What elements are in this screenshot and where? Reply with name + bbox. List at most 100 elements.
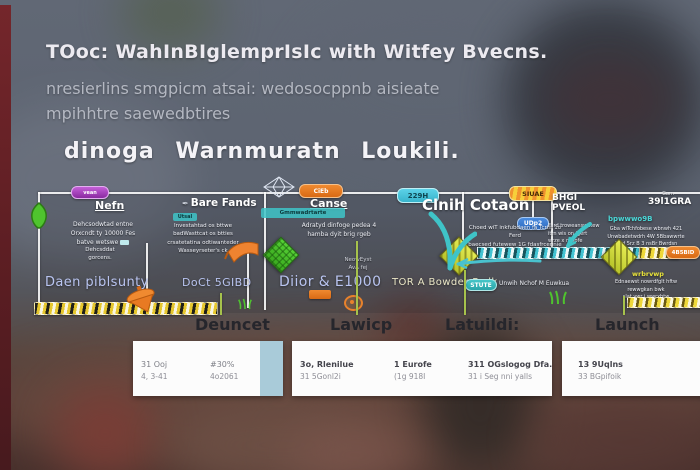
- column-subnote: Dehcsddat gorcens.: [62, 246, 138, 263]
- sprout-icon: [238, 298, 252, 310]
- column-header-right: 39l1GRA: [648, 197, 692, 207]
- note-line: 3wd 5rz B 3 nsBr Bwrdsn: [614, 241, 678, 247]
- stage-connector-line: [356, 241, 358, 315]
- card-value: 13 9Uqlns: [578, 360, 623, 369]
- column-header-label: Bare Fands: [190, 197, 257, 209]
- stage-label-deunct: Deuncet: [195, 315, 270, 334]
- background-blob: [55, 385, 155, 470]
- note-line: Choed wiT inkfubdaen fa Tcrifr 1o Ferd: [468, 225, 562, 240]
- slide-title: TOoc: WahInBIglemprIsIc with Witfey Bvec…: [46, 41, 548, 63]
- stage-label-lawicp: Lawicp: [330, 315, 393, 334]
- card-column: #30% 4o2061: [210, 360, 238, 381]
- swoosh-arrow-small-icon: [564, 222, 594, 248]
- note-line: itrn wis on igert: [548, 230, 588, 237]
- slide-subtitle-line1: nresierlins smgpicm atsai: wedosocppnb a…: [46, 79, 440, 98]
- column-header-nefn: Nefn: [95, 199, 125, 212]
- header-right-small: Gam: [662, 191, 674, 197]
- note-line: Wasseyrseter's ck: [178, 247, 228, 254]
- note-line: Unwbadetwdrh 4W 5Bbawwrte: [607, 233, 685, 240]
- teal-badge-stute: STUTE: [465, 279, 497, 291]
- flag-horn-icon: [224, 238, 262, 272]
- orange-marker: [309, 290, 331, 299]
- card-value: 31 5Gonl2i: [300, 372, 341, 381]
- background-blob: [0, 100, 190, 260]
- note-line: Gba wlTchfobese wbnwh 421: [609, 226, 683, 232]
- note-line: NeowEyst: [344, 257, 372, 263]
- orange-badge-canse: CiEb: [299, 184, 343, 198]
- pen-nib-icon: ✒: [182, 199, 189, 208]
- blue-badge: UDp2: [517, 217, 549, 230]
- stage-connector-line: [623, 296, 625, 315]
- note-line: Orxcndt ty 10000 Fes: [70, 230, 136, 237]
- note-line: badWasttcat os btties: [173, 231, 233, 238]
- blue-badge-label: UDp2: [523, 220, 543, 227]
- note-line: batve wetswe: [76, 239, 119, 246]
- column-value: Daen piblsunty: [45, 275, 149, 290]
- background-blob: [285, 425, 425, 470]
- mini-chip-icon: [120, 240, 130, 245]
- stage-label-launch: Launch: [595, 315, 660, 334]
- orange-badge-label: CiEb: [313, 187, 329, 195]
- teal-tag: Utsal: [173, 213, 197, 221]
- column-notes: Adratyd dinfoge pedea 4 hamba dyit brig …: [260, 221, 418, 239]
- yellow-text-tag: wrbrvwp: [632, 270, 664, 278]
- column-value: DoCt 5GIBD: [182, 276, 252, 289]
- card-column: 13 9Uqlns 33 BGpifoik: [578, 360, 623, 381]
- note-line: Dehcsddat: [85, 247, 115, 253]
- column-notes-right: Gba wlTchfobese wbnwh 421 Unwbadetwdrh 4…: [595, 226, 697, 249]
- slide-subtitle-line2: mpihhtre saewedbtires: [46, 104, 231, 123]
- horizontal-arrow-icon: [450, 257, 542, 269]
- panel-border-top: [38, 192, 700, 194]
- column-header-canse: Canse: [310, 197, 348, 210]
- card-column: 3o, Rlenilue 31 5Gonl2i: [300, 360, 354, 381]
- badge-drop-line: [532, 200, 534, 218]
- card-column: 31 Ooj 4, 3-41: [141, 360, 168, 381]
- connector-line: [146, 243, 148, 291]
- card-accent-strip: [260, 341, 283, 396]
- stat-card: 13 9Uqlns 33 BGpifoik: [562, 341, 700, 396]
- note-line: AvA fej: [348, 265, 368, 272]
- card-value: #30%: [210, 360, 235, 369]
- orange-badge-bar: 4B5BID: [666, 246, 700, 259]
- stage-connector-line: [464, 270, 466, 315]
- column-header-barefands: ✒Bare Fands: [182, 197, 257, 209]
- spinning-top-icon: [124, 285, 166, 315]
- purple-badge: vean: [71, 186, 109, 199]
- card-value: 33 BGpifoik: [578, 372, 622, 381]
- card-value: 4o2061: [210, 372, 239, 381]
- progress-hatch-bar: [627, 297, 700, 308]
- note-line: gorcens.: [88, 255, 112, 262]
- background-blob: [545, 55, 675, 145]
- teal-strip-label: Gmmwadrtarte: [279, 210, 327, 216]
- left-accent-bar: [0, 5, 11, 470]
- column-notes: Investahtad os bttwe badWasttcat os btti…: [143, 222, 263, 255]
- value-note: Unwih Nchof M Euwkua: [499, 280, 570, 287]
- column-header-bhgi: BHGI: [552, 193, 578, 203]
- card-value: 31 i Seg nni yalls: [468, 372, 532, 381]
- hatched-badge-label: SIUAE: [522, 189, 544, 198]
- column-notes: Dehcsodwtad entne Orxcndt ty 10000 Fes b…: [46, 220, 160, 247]
- column-value: TOR A Bowder Fodk: [392, 277, 498, 288]
- card-value: 3o, Rlenilue: [300, 360, 354, 369]
- panel-border-left: [38, 192, 40, 304]
- note-line: Fard troweanswatew: [548, 223, 600, 229]
- purple-badge-label: vean: [83, 189, 97, 196]
- card-value: (1g 918I: [394, 372, 426, 381]
- note-line: hamba dyit brig rgeb: [307, 231, 371, 238]
- card-value: 31 Ooj: [141, 360, 168, 369]
- hatched-badge: SIUAE: [509, 186, 557, 201]
- progress-hatch-bar: [34, 302, 218, 315]
- background-blob: [530, 395, 700, 470]
- circle-target-icon: [344, 295, 363, 311]
- note-line: rewwgkan bwk: [627, 286, 665, 293]
- diamond-sketch-icon: [262, 176, 296, 198]
- card-value: 4, 3-41: [141, 372, 168, 381]
- column-header-clnih: Clnih Cotaon: [422, 196, 530, 214]
- card-value: 311 OGslogog Dfa.: [468, 360, 553, 369]
- stage-label-latuildi: Latuildi:: [445, 315, 520, 334]
- column-value: Diior & E1000: [279, 274, 382, 290]
- teal-badge-label: STUTE: [470, 281, 492, 289]
- card-column: 1 Eurofe (1g 918I: [394, 360, 432, 381]
